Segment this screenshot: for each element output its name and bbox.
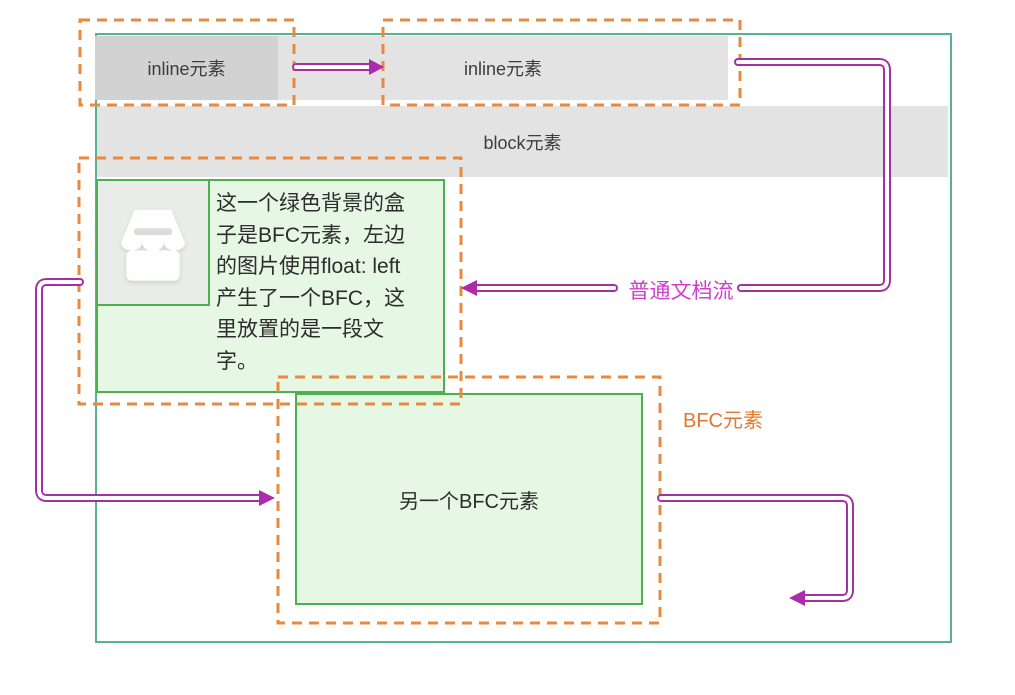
paragraph-line: 的图片使用float: left bbox=[216, 255, 401, 278]
bfc-element-label: BFC元素 bbox=[683, 410, 763, 432]
paragraph-line: 子是BFC元素，左边 bbox=[216, 223, 405, 247]
block-element-box: block元素 bbox=[97, 106, 948, 177]
paragraph-line: 里放置的是一段文 bbox=[216, 318, 384, 341]
block-element-label: block元素 bbox=[483, 132, 562, 153]
store-image-placeholder-icon bbox=[120, 209, 186, 281]
paragraph-line: 这一个绿色背景的盒 bbox=[216, 192, 405, 215]
store-body-shape bbox=[126, 249, 180, 281]
paragraph-line: 产生了一个BFC，这 bbox=[216, 286, 405, 310]
bfc-green-box-2: 另一个BFC元素 bbox=[295, 393, 643, 605]
bfc-paragraph: 这一个绿色背景的盒 子是BFC元素，左边 的图片使用float: left 产生… bbox=[216, 188, 436, 377]
bfc-green-box-2-label: 另一个BFC元素 bbox=[399, 490, 539, 513]
inline-element-1-label: inline元素 bbox=[147, 59, 226, 79]
inline-element-2-label: inline元素 bbox=[463, 59, 543, 79]
inline-element-box-1: inline元素 bbox=[95, 36, 278, 100]
paragraph-line: 字。 bbox=[216, 349, 258, 373]
normal-document-flow-label: 普通文档流 bbox=[628, 280, 734, 303]
inline-element-box-2: inline元素 bbox=[278, 36, 728, 100]
floated-image-placeholder bbox=[96, 179, 210, 306]
store-awning-slot bbox=[133, 227, 173, 235]
